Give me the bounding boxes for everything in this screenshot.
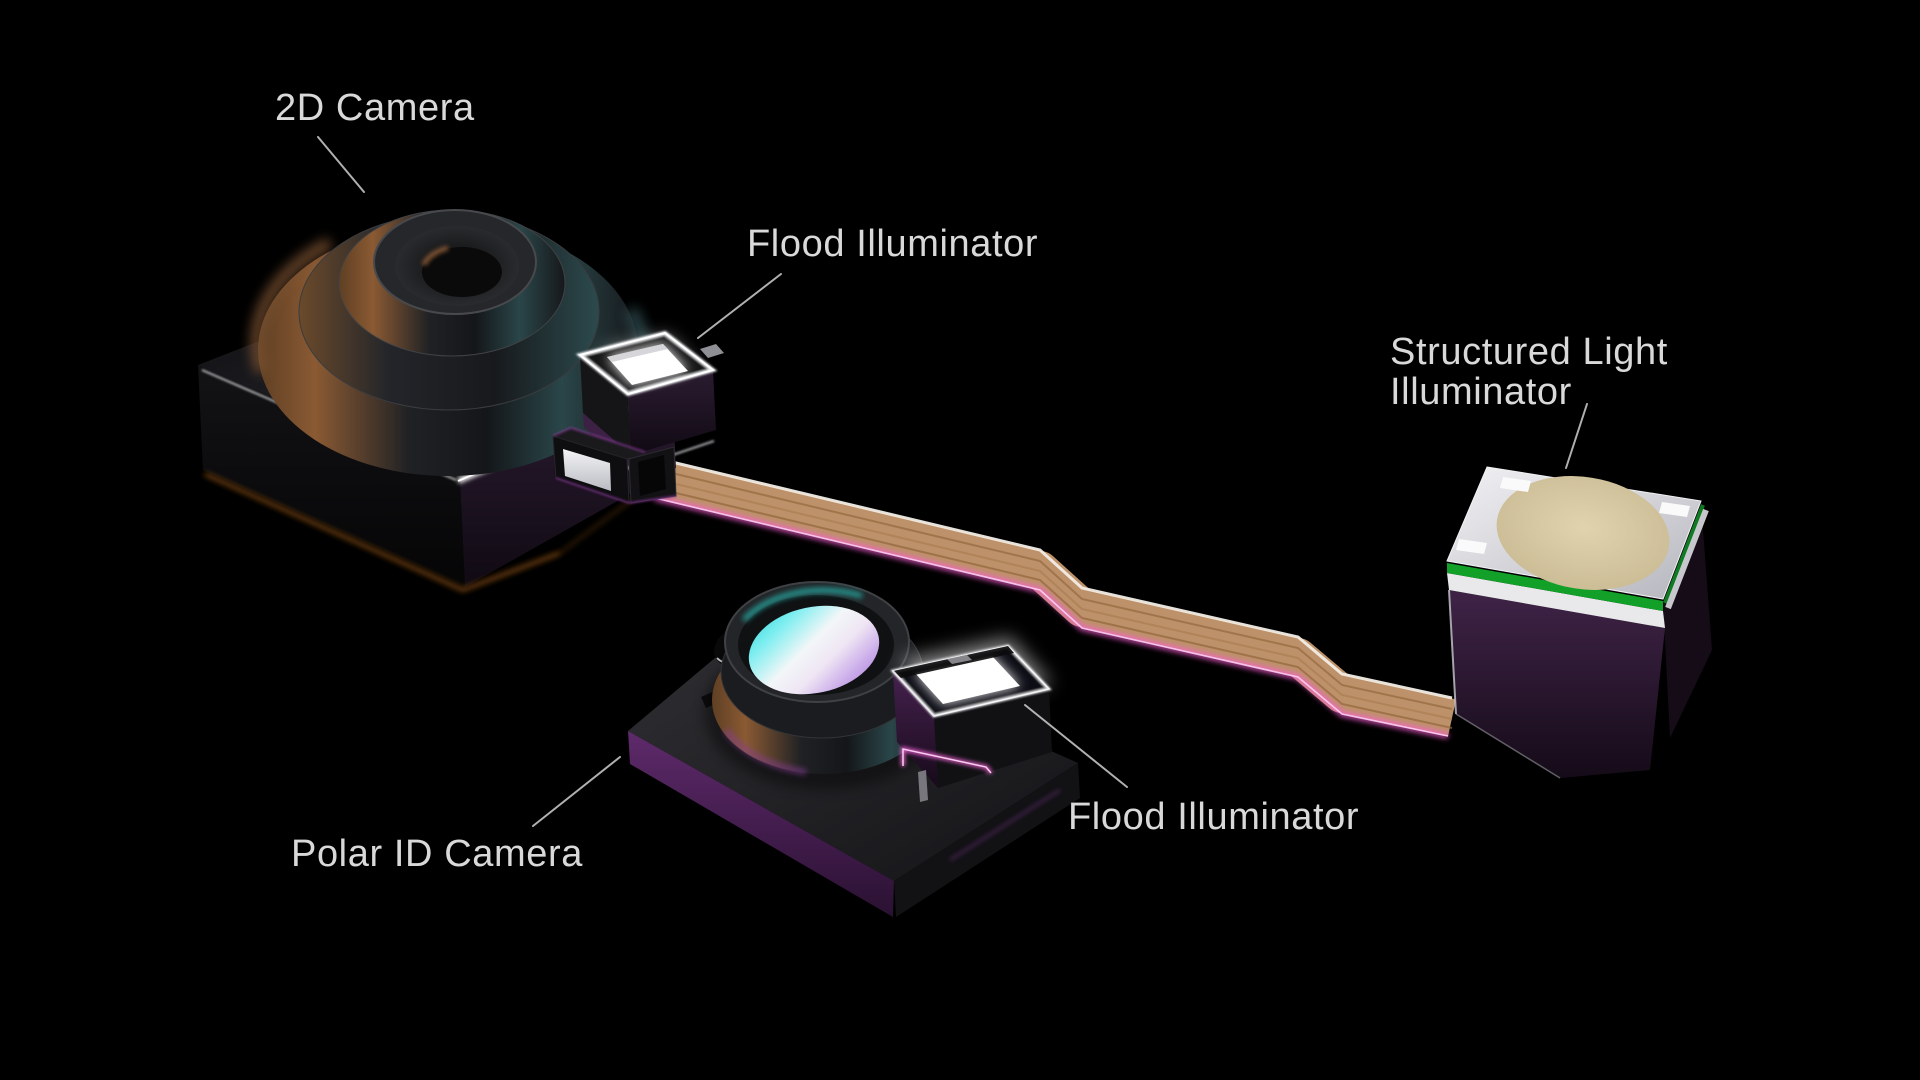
ribbon-trace-line <box>654 468 1453 710</box>
connector-top <box>553 428 645 459</box>
ribbon-trace-line <box>654 487 1453 729</box>
sli-right-face <box>1663 503 1712 738</box>
leader-flood-top <box>697 273 782 339</box>
sli-white-band <box>1447 573 1665 628</box>
sli-white-band-right <box>1665 508 1709 610</box>
leader-lines <box>317 136 1588 827</box>
ribbon-top-highlight <box>654 456 1453 700</box>
sli-vcsel-emitter <box>1496 476 1670 590</box>
camera-2d-lens-copper-sheen <box>250 237 333 375</box>
ribbon-trace-line <box>654 478 1453 720</box>
connector-purple-edge-bottom <box>555 477 677 505</box>
polar-lens-teal-sheen <box>742 587 863 622</box>
board-connector <box>552 426 677 505</box>
leader-2d-camera <box>317 136 365 193</box>
connector-right-hole <box>638 455 666 496</box>
polar-lens-iridescent-glass <box>748 605 880 695</box>
flood-top-left-face <box>580 355 631 455</box>
sli-front-face <box>1449 590 1665 778</box>
sli-pcb-green-right <box>1663 504 1705 604</box>
connector-inner-white <box>563 449 611 491</box>
sli-tab <box>1500 477 1531 492</box>
flood-top-right-face <box>628 370 716 455</box>
flood-bottom-pin <box>918 770 928 802</box>
sli-bottom-edge-light <box>1455 713 1561 779</box>
camera-2d-aperture-glint <box>421 245 449 267</box>
flood-bottom-left-face <box>893 671 938 788</box>
structured-light-module <box>1446 466 1712 779</box>
connector-purple-edge-top <box>552 426 646 453</box>
polar-plate-right-face <box>894 763 1080 917</box>
flood-bottom-pink-trace-core <box>902 748 992 774</box>
ribbon-magenta-core <box>654 497 1449 737</box>
sli-tab <box>1456 539 1487 554</box>
camera-2d-lens-aperture <box>422 247 502 297</box>
leader-polar-id <box>532 756 621 827</box>
camera-2d-module <box>198 209 676 592</box>
flex-ribbon-cable <box>650 456 1457 739</box>
polar-lens-purple-glint <box>723 728 807 775</box>
flood-top-opening-rim <box>577 331 716 396</box>
camera-2d-box-left-face <box>198 365 465 587</box>
polar-plate-purple-streak <box>949 788 1061 862</box>
camera-2d-underglow-orange <box>204 472 561 592</box>
sli-tab <box>1659 502 1690 517</box>
flood-top-side-tab <box>700 344 724 358</box>
flood-bottom-edge-light <box>892 670 935 717</box>
flood-illuminator-bottom-module <box>890 637 1052 802</box>
leader-structured-light <box>1565 403 1588 469</box>
sli-pcb-green-stripe <box>1447 563 1663 611</box>
flood-top-emitter-shade <box>607 344 668 362</box>
leader-flood-bottom <box>1024 704 1128 788</box>
polar-id-module <box>628 581 1080 917</box>
flood-bottom-emitter-contact <box>947 655 972 664</box>
sli-left-edge-light <box>1448 589 1457 715</box>
polar-plate-left-face <box>628 731 894 917</box>
